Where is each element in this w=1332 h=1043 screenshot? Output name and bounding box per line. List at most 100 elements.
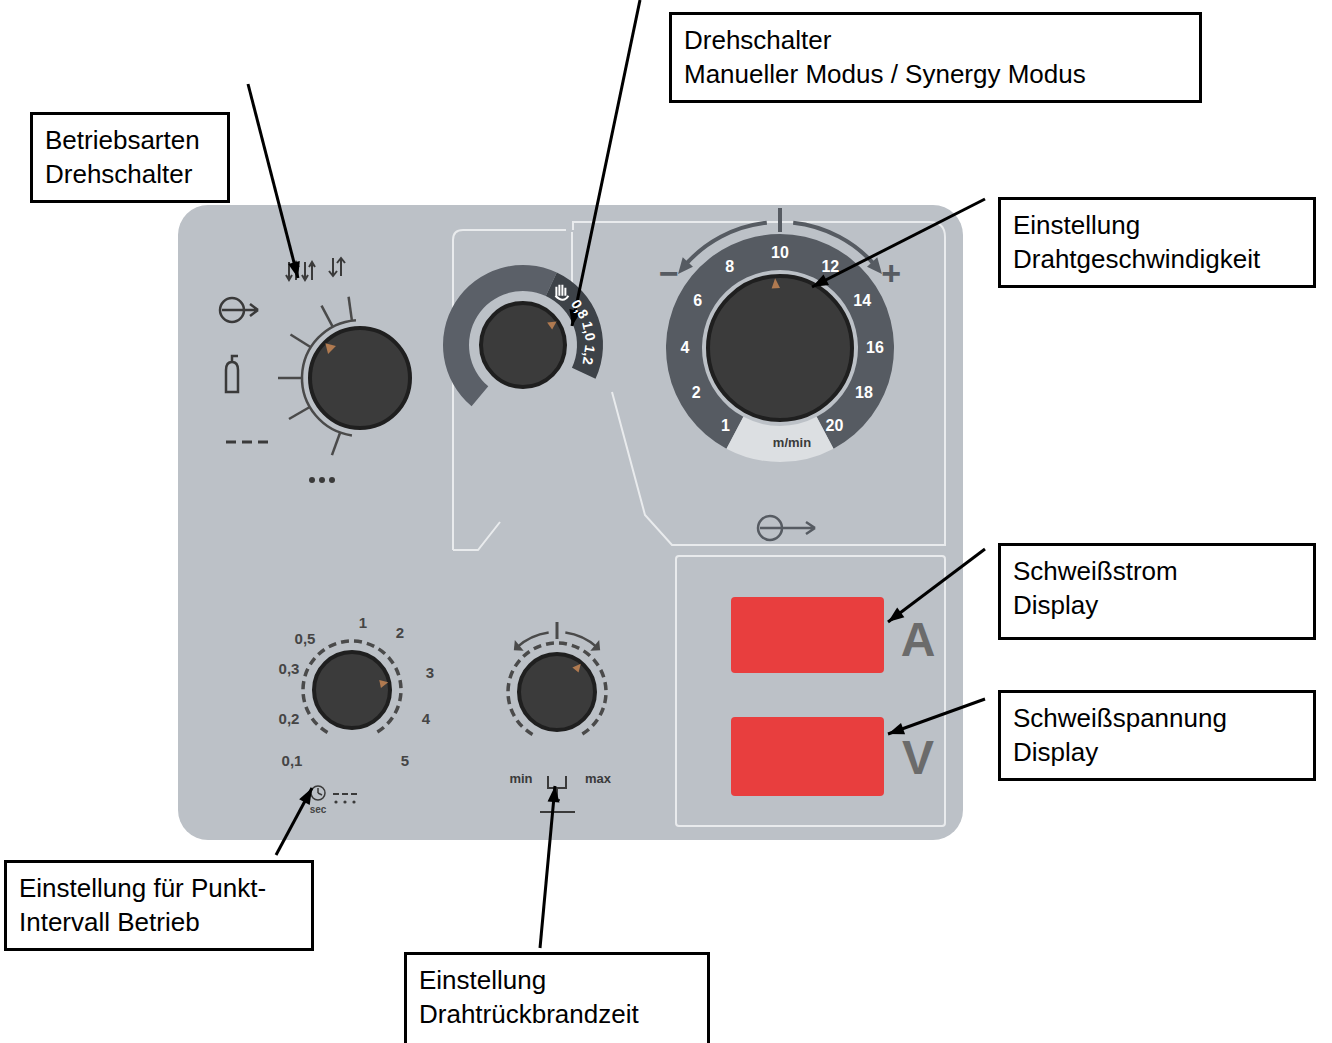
spot-symbol [343,800,346,803]
mode-tick [289,407,310,419]
panel-label: 1,2 [581,345,598,366]
callout-text: Schweißspannung Display [1013,701,1227,770]
time-scale [303,641,401,732]
mode-switch-knob [310,328,410,428]
panel-label: 20 [826,418,844,434]
panel-label: 14 [853,293,871,309]
leader-arrowhead [888,723,905,734]
torch-symbol [540,776,575,812]
panel-label: 1 [359,615,367,630]
manual-hand-symbol [555,285,568,300]
knob-pointer [379,680,388,688]
callout-text: Einstellung Drahtrückbrandzeit [419,963,639,1032]
center-tick [778,208,782,232]
center-tick [556,622,559,639]
callout-box: DrehschalterManueller Modus / Synergy Mo… [669,12,1202,103]
panel-label: 0,2 [279,711,300,726]
panel-label: − [659,256,679,290]
four-stroke-symbol [286,262,315,280]
callout-text: Einstellung für Punkt- Intervall Betrieb [19,871,295,940]
knob-pointer [547,321,556,329]
panel-label: A [901,616,936,664]
display-frame [676,556,945,826]
panel-label: 6 [693,293,702,309]
panel-label: 12 [821,259,839,275]
knob-pointer [325,343,336,354]
panel-label: max [585,772,611,785]
wire-feed-symbol [758,516,815,540]
leader-line [540,786,555,948]
burnback-scale [508,643,606,734]
panel-label: 4 [681,340,690,356]
panel-label: 18 [855,385,873,401]
mode-tick [278,377,302,380]
panel-label: 2 [692,385,701,401]
leader-arrowhead [812,274,829,287]
callout-text: Betriebsarten Drehschalter [45,123,200,192]
callout-box: Einstellung für Punkt- Intervall Betrieb [4,860,314,951]
mode-tick [322,306,333,327]
panel-label: V [902,734,934,782]
panel-label: 1,0 [580,320,598,342]
direction-arrow [565,633,597,648]
leader-arrowhead [288,261,300,278]
direction-arrowhead [514,640,524,651]
callout-box: Schweißstrom Display [998,543,1316,640]
time-knob [314,652,390,728]
direction-arrow [517,633,549,648]
direction-arrowhead [590,640,600,651]
burnback-knob [519,654,595,730]
direction-arrowhead [867,257,882,274]
panel-label: 1 [721,418,730,434]
current-display [731,597,884,673]
callout-box: Schweißspannung Display [998,690,1316,781]
spot-symbol [329,477,335,483]
interval-symbol [226,441,268,444]
section-outline [573,222,945,545]
callout-text: Einstellung Drahtgeschwindigkeit [1013,208,1260,277]
knob-pointer [772,278,780,288]
panel-label: + [881,256,901,290]
panel-label: 8 [725,259,734,275]
panel-label: 16 [866,340,884,356]
panel-label: 5 [401,753,409,768]
two-stroke-symbol [329,258,345,276]
leader-line [888,549,985,622]
panel-label: 0,1 [282,753,303,768]
panel-label: min [509,772,532,785]
wire-inching-symbol [220,298,258,322]
clock-hands [318,788,322,795]
interval-spot-symbol [333,793,357,795]
mode-tick [349,297,352,321]
voltage-display [731,717,884,796]
leader-line [572,0,640,326]
leader-arrowhead [299,788,312,805]
leader-line [248,84,298,278]
leader-arrowhead [548,786,560,802]
direction-arrowhead [678,257,693,274]
spot-symbol [352,800,355,803]
panel-label: m/min [773,436,811,449]
gas-test-symbol [226,356,238,392]
callout-text: Drehschalter [684,23,1187,57]
wire-speed-knob [708,276,852,420]
panel-label: 10 [771,245,789,261]
callout-text: Schweißstrom Display [1013,554,1178,623]
panel-label: 0,3 [279,661,300,676]
callout-text: Manueller Modus / Synergy Modus [684,57,1187,91]
spot-symbol [309,477,315,483]
spot-symbol [334,800,337,803]
knob-pointer [572,664,580,673]
clock-symbol [311,786,325,800]
panel-label: 3 [426,665,434,680]
panel-label: 0,5 [295,631,316,646]
panel-label: 2 [396,625,404,640]
leader-line [888,699,985,734]
mode-tick [290,335,310,348]
dial-unit-band [726,417,833,462]
mode-knob [481,303,565,387]
panel-label: sec [310,805,327,815]
leader-line [276,788,312,855]
direction-arrow [683,223,766,267]
